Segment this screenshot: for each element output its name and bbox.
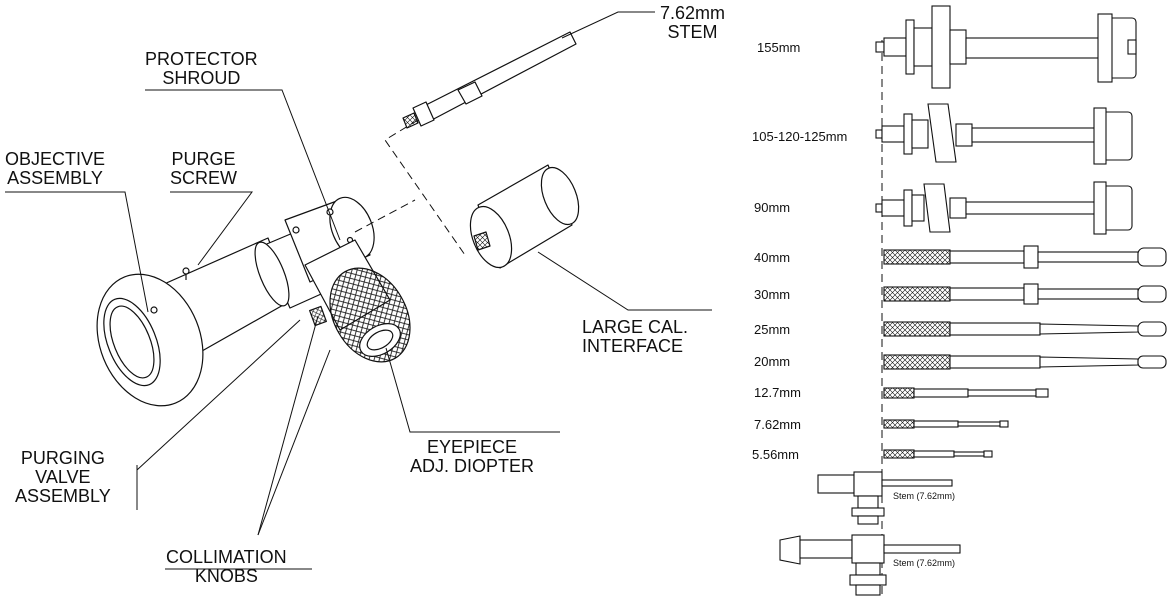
- stem-20mm: [883, 354, 1167, 370]
- leader-eyepiece: [385, 347, 560, 433]
- leader-objective-assembly: [5, 191, 149, 313]
- adapter-90mm: [875, 181, 1133, 235]
- leader-collimation-2: [257, 349, 331, 536]
- assembly-axis-shroud: [354, 199, 416, 233]
- stem-25mm: [883, 321, 1167, 337]
- size-label-5-56mm: 5.56mm: [752, 447, 799, 462]
- adapter-105-120-125mm: [875, 103, 1133, 165]
- leader-purging-valve: [136, 319, 301, 510]
- size-label-7-62mm: 7.62mm: [754, 417, 801, 432]
- size-label-12-7mm: 12.7mm: [754, 385, 801, 400]
- exploded-stem: [419, 31, 577, 123]
- assembled-collimator-2: [779, 534, 961, 596]
- assembly-axis-stem: [384, 119, 466, 256]
- size-label-90mm: 90mm: [754, 200, 791, 215]
- size-label-105-120-125mm: 105-120-125mm: [752, 129, 848, 144]
- leader-collimation-1: [257, 315, 319, 536]
- assembled-collimator-1: [817, 471, 953, 525]
- stem-note-1: Stem (7.62mm): [893, 491, 956, 501]
- stem-40mm: [883, 245, 1167, 269]
- stem-12-7mm: [883, 387, 1049, 399]
- label-large-cal-interface: LARGE CAL.INTERFACE: [582, 317, 689, 356]
- size-label-30mm: 30mm: [754, 287, 791, 302]
- adapter-155mm: [875, 5, 1137, 89]
- stem-5-56mm: [883, 449, 993, 459]
- size-label-155mm: 155mm: [757, 40, 801, 55]
- purge-screw-head: [182, 267, 190, 275]
- stem-30mm: [883, 283, 1167, 305]
- size-label-25mm: 25mm: [754, 322, 791, 337]
- size-label-40mm: 40mm: [754, 250, 791, 265]
- size-label-20mm: 20mm: [754, 354, 791, 369]
- leader-protector-shroud: [145, 89, 341, 241]
- stem-note-2: Stem (7.62mm): [893, 558, 956, 568]
- leader-purge-screw: [170, 191, 253, 266]
- leader-stem: [561, 11, 655, 39]
- stem-7-62mm: [883, 419, 1009, 429]
- leader-large-cal: [537, 251, 712, 311]
